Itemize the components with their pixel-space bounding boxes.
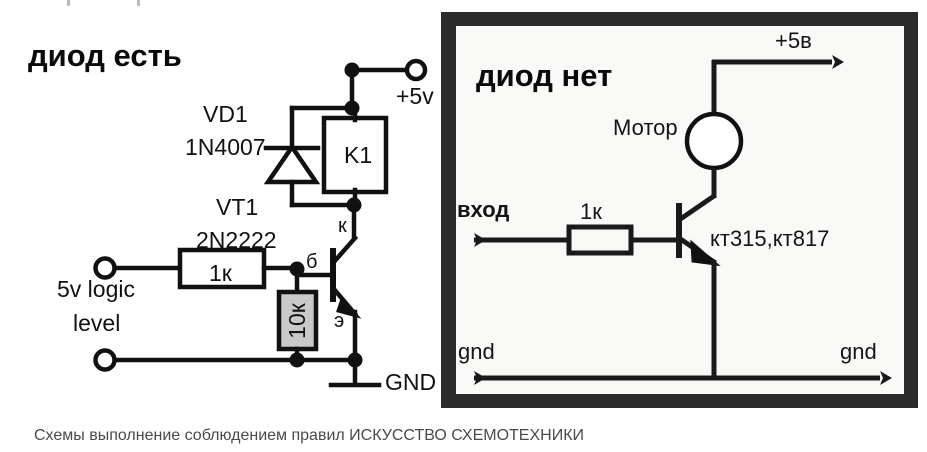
supply-terminal-node — [404, 58, 428, 82]
right-transistor-collector-lead — [677, 193, 716, 223]
diode-part-label: 1N4007 — [185, 134, 266, 160]
right-gnd-label-left: gnd — [458, 339, 495, 364]
left-circuit-heading: диод есть — [28, 38, 182, 73]
transistor-emitter-arrow — [336, 296, 362, 319]
junction-pulldown-bottom — [289, 352, 305, 368]
pin-collector-label: к — [338, 215, 347, 237]
pin-base-label: б — [306, 251, 317, 273]
input-label-line2: level — [73, 310, 120, 336]
right-transistor-parts-label: кт315,кт817 — [710, 226, 829, 251]
right-input-label: вход — [457, 197, 509, 222]
left-circuit-group: диод есть +5v VD1 1N4007 — [28, 38, 436, 395]
transistor-collector-lead — [329, 234, 359, 267]
right-supply-label: +5в — [775, 28, 812, 53]
right-panel-group: диод нет +5в Мотор кт315,кт817 1к — [441, 12, 918, 408]
base-resistor-body — [177, 247, 267, 290]
diode-vd1 — [263, 143, 321, 208]
ground-label: GND — [385, 369, 436, 395]
motor-symbol — [684, 111, 744, 171]
supply-label: +5v — [396, 83, 434, 109]
diode-triangle — [263, 143, 321, 185]
crop-artifacts — [67, 0, 140, 6]
right-base-resistor-label: 1к — [580, 199, 602, 224]
input-terminal-positive — [93, 256, 117, 280]
right-transistor — [676, 193, 721, 378]
right-circuit-heading: диод нет — [476, 58, 612, 93]
pin-emitter-label: э — [334, 310, 344, 332]
transistor-ref-label: VT1 — [216, 194, 258, 220]
right-transistor-emitter-arrow — [690, 239, 721, 267]
diode-ref-label: VD1 — [203, 101, 248, 127]
transistor-vt1 — [297, 234, 362, 361]
page-caption: Схемы выполнение соблюдением правил ИСКУ… — [34, 427, 584, 444]
input-label-line1: 5v logic — [57, 276, 135, 302]
right-gnd-label-right: gnd — [840, 339, 877, 364]
right-base-resistor-body — [566, 224, 634, 256]
input-terminal-negative — [93, 348, 117, 372]
relay-k1-body — [321, 115, 389, 195]
motor-label: Мотор — [613, 115, 678, 140]
relay-k1-label: K1 — [344, 142, 372, 168]
base-resistor-label: 1к — [209, 260, 233, 286]
pulldown-resistor-label: 10к — [284, 302, 310, 339]
